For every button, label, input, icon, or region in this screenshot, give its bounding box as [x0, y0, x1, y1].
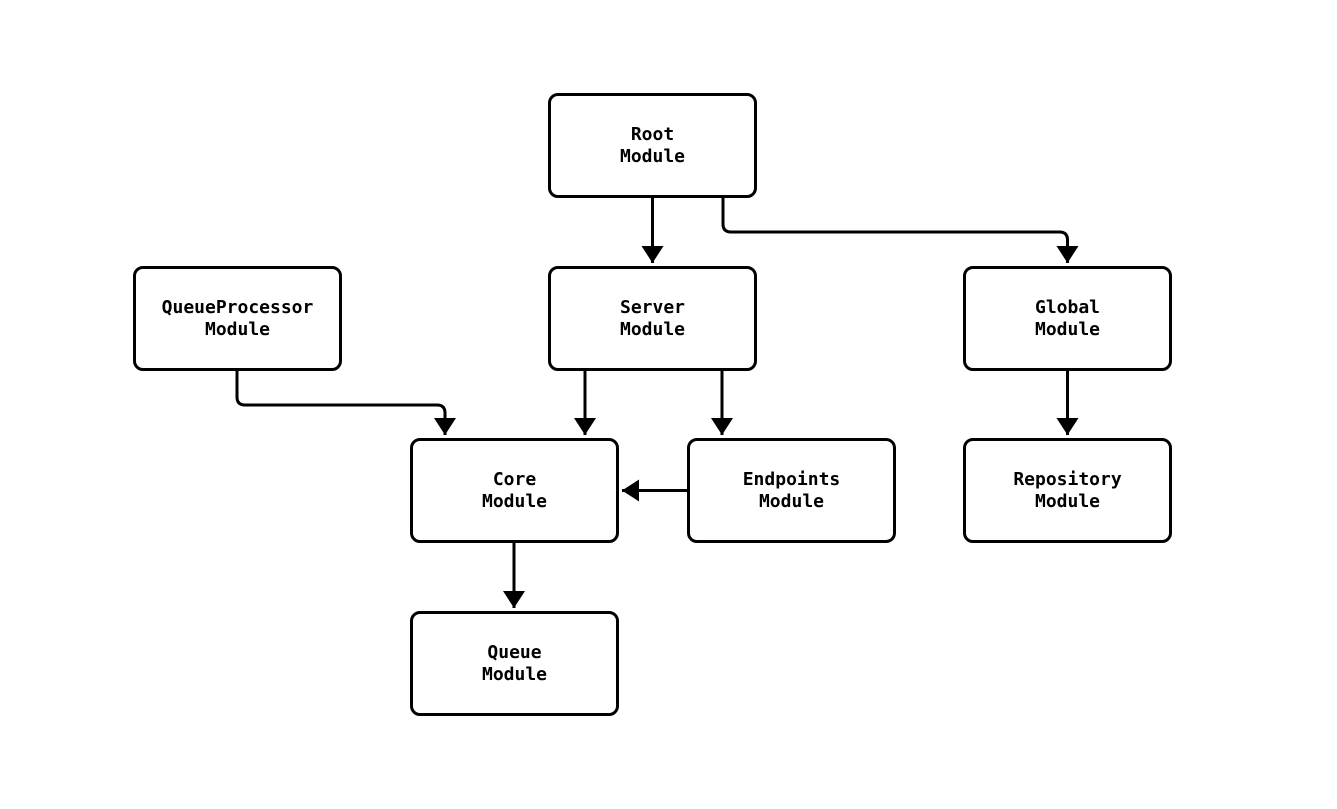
node-repository-module: Repository Module: [963, 438, 1172, 543]
node-server-module: Server Module: [548, 266, 757, 371]
node-global-module: Global Module: [963, 266, 1172, 371]
edge-queueprocessor-to-core-arrow: [235, 371, 456, 435]
node-queueprocessor-module: QueueProcessor Module: [133, 266, 342, 371]
node-core-module: Core Module: [410, 438, 619, 543]
node-endpoints-module: Endpoints Module: [687, 438, 896, 543]
node-root-module: Root Module: [548, 93, 757, 198]
edge-root-to-global-arrow: [721, 198, 1079, 263]
node-queue-module: Queue Module: [410, 611, 619, 716]
